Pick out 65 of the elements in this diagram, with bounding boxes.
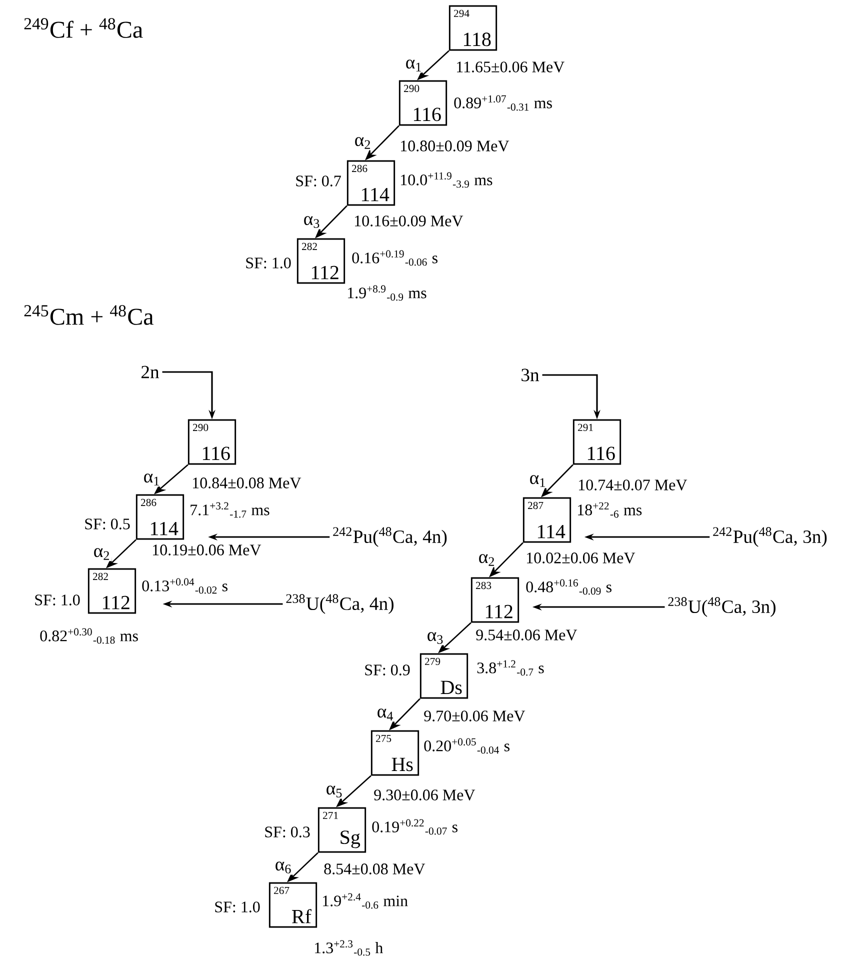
- reaction-label: 2n: [141, 366, 160, 378]
- edge-label: α$_{1}$: [142, 472, 162, 487]
- decay-value: 0.89$^{+1.07}$$_{-0.31}$ ms: [454, 95, 552, 111]
- decay-value: 8.54±0.08 MeV: [324, 864, 426, 874]
- decay-value: 9.70±0.06 MeV: [424, 710, 526, 722]
- reaction-label: 3n: [522, 368, 540, 382]
- decay-value: 10.74±0.07 MeV: [579, 480, 688, 490]
- branching-ratio: SF: 1.0: [35, 594, 80, 606]
- nuclide-box: 283 112: [470, 577, 520, 623]
- branching-ratio: SF: 0.3: [265, 826, 310, 838]
- decay-value: 10.84±0.08 MeV: [193, 478, 302, 488]
- nuclide-box: 271 Sg: [318, 807, 366, 853]
- edge-label: α$_{3}$: [426, 630, 446, 646]
- decay-value: 11.65±0.06 MeV: [457, 62, 564, 72]
- edge-label: α$_{1}$: [404, 58, 424, 73]
- decay-value: 1.9$^{+8.9}$$_{-0.9}$ ms: [348, 285, 426, 301]
- decay-value: 0.16$^{+0.19}$$_{-0.06}$ s: [352, 250, 438, 266]
- reaction-heading: $^{249}$Cf + $^{48}$Ca: [24, 18, 143, 38]
- branching-ratio: SF: 0.7: [296, 176, 341, 186]
- decay-value: 3.8$^{+1.2}$$_{-0.7}$ s: [477, 660, 544, 676]
- decay-value: 0.82$^{+0.30}$$_{-0.18}$ ms: [40, 628, 138, 644]
- decay-value: 0.13$^{+0.04}$$_{-0.02}$ s: [142, 578, 228, 594]
- nuclide-box: 279 Ds: [420, 653, 468, 699]
- decay-value: 0.19$^{+0.22}$$_{-0.07}$ s: [372, 819, 458, 835]
- reaction-label: $^{238}$U($^{48}$Ca, 3n): [668, 597, 776, 617]
- nuclide-box: 290 116: [398, 80, 448, 126]
- nuclide-box: 282 112: [88, 568, 136, 614]
- decay-value: 10.16±0.09 MeV: [355, 216, 464, 226]
- decay-value: 1.3$^{+2.3}$$_{-0.5}$ h: [315, 940, 383, 956]
- decay-value: 18$^{+22}$$_{-6}$ ms: [578, 502, 642, 518]
- nuclide-box: 282 112: [296, 238, 346, 284]
- edge-label: α$_{1}$: [528, 474, 548, 488]
- nuclide-box: 267 Rf: [268, 882, 318, 928]
- nuclide-box: 275 Hs: [370, 730, 420, 776]
- nuclide-box: 290 116: [188, 419, 236, 465]
- decay-value: 10.80±0.09 MeV: [401, 140, 510, 152]
- decay-value: 9.54±0.06 MeV: [476, 630, 578, 640]
- edge-label: α$_{2}$: [92, 546, 112, 562]
- edge-label: α$_{6}$: [274, 860, 294, 875]
- branching-ratio: SF: 0.9: [365, 664, 410, 676]
- nuclide-box: 286 114: [136, 494, 184, 540]
- edge-label: α$_{2}$: [477, 552, 497, 568]
- branching-ratio: SF: 0.5: [85, 518, 130, 530]
- edge-label: α$_{3}$: [302, 214, 322, 230]
- decay-value: 9.30±0.06 MeV: [374, 790, 476, 800]
- reaction-heading: $^{245}$Cm + $^{48}$Ca: [24, 305, 154, 325]
- edge-label: α$_{2}$: [353, 136, 373, 150]
- reaction-label: $^{242}$Pu($^{48}$Ca, 4n): [333, 527, 447, 547]
- reaction-label: $^{242}$Pu($^{48}$Ca, 3n): [713, 527, 827, 547]
- decay-value: 1.9$^{+2.4}$$_{-0.6}$ min: [323, 893, 408, 909]
- branching-ratio: SF: 1.0: [246, 258, 291, 268]
- branching-ratio: SF: 1.0: [215, 902, 260, 912]
- decay-value: 10.02±0.06 MeV: [527, 552, 636, 564]
- decay-value: 10.0$^{+11.9}$$_{-3.9}$ ms: [401, 172, 492, 188]
- nuclide-box: 286 114: [346, 160, 396, 206]
- decay-value: 7.1$^{+3.2}$$_{-1.7}$ ms: [190, 502, 270, 518]
- reaction-label: $^{238}$U($^{48}$Ca, 4n): [286, 594, 394, 614]
- decay-value: 0.48$^{+0.16}$$_{-0.09}$ s: [526, 579, 612, 595]
- nuclide-box: 294 118: [448, 5, 498, 51]
- nuclide-box: 287 114: [522, 497, 572, 543]
- decay-value: 10.19±0.06 MeV: [153, 544, 262, 556]
- decay-value: 0.20$^{+0.05}$$_{-0.04}$ s: [424, 738, 510, 754]
- edge-label: α$_{5}$: [324, 784, 344, 799]
- nuclide-box: 291 116: [572, 419, 622, 465]
- edge-label: α$_{4}$: [376, 707, 396, 722]
